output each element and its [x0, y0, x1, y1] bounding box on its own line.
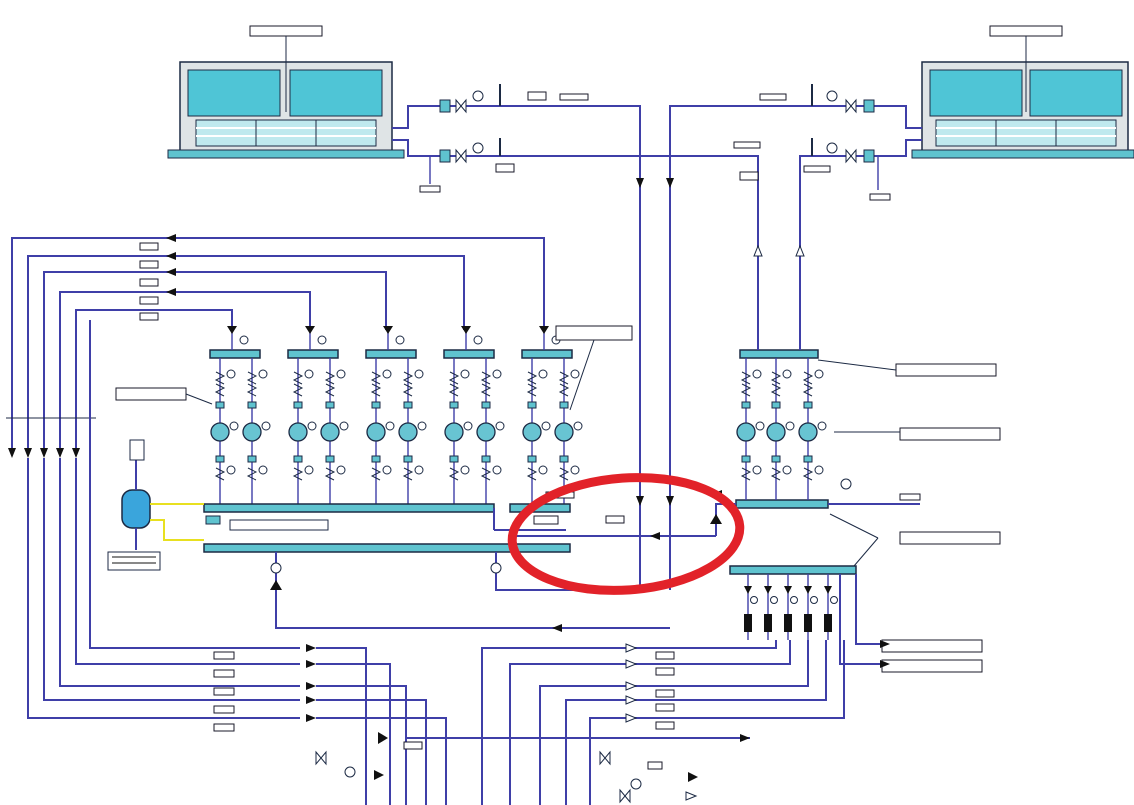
pump-column-9 [554, 358, 583, 504]
return-line-1 [625, 640, 791, 676]
return-line-4 [625, 640, 845, 730]
branch-4 [824, 574, 838, 640]
pump-groups [115, 325, 633, 504]
pump-icon [444, 422, 464, 442]
left-headers [203, 503, 670, 632]
pump-icon [320, 422, 340, 442]
pump-column-1 [242, 358, 271, 504]
highlight-ellipse [507, 473, 745, 595]
pump-column-7 [476, 358, 505, 504]
pump-icon [366, 422, 386, 442]
pump-column-3 [320, 358, 349, 504]
pump-icon [798, 422, 818, 442]
left-distribution-loops [6, 234, 545, 458]
return-line-2 [625, 640, 809, 698]
pump-column-0 [210, 358, 239, 504]
pump-icon [398, 422, 418, 442]
return-line-3 [625, 640, 827, 712]
pump-column-sec-2 [798, 358, 827, 500]
pump-icon [210, 422, 230, 442]
pump-icon [476, 422, 496, 442]
pump-icon [522, 422, 542, 442]
secondary-pump-group [710, 330, 1001, 673]
pump-icon [242, 422, 262, 442]
pump-column-8 [522, 358, 551, 504]
valve-group-top-left [419, 84, 589, 193]
pump-column-sec-1 [766, 358, 795, 500]
chiller-piping [392, 84, 922, 590]
pump-column-5 [398, 358, 427, 504]
pump-column-2 [288, 358, 317, 504]
chiller-right[interactable] [911, 25, 1134, 159]
branch-0 [744, 574, 758, 640]
pump-column-6 [444, 358, 473, 504]
bottom-distribution [27, 320, 845, 805]
valve-group-top-right [733, 84, 891, 201]
branch-2 [784, 574, 798, 640]
chiller-left[interactable] [167, 25, 405, 159]
pump-icon [766, 422, 786, 442]
pump-icon [288, 422, 308, 442]
return-line-0 [625, 640, 777, 660]
pump-icon [554, 422, 574, 442]
branch-1 [764, 574, 778, 640]
branch-3 [804, 574, 818, 640]
pump-column-4 [366, 358, 395, 504]
pump-icon [736, 422, 756, 442]
expansion-tank[interactable] [107, 439, 204, 571]
pump-column-sec-0 [736, 358, 765, 500]
